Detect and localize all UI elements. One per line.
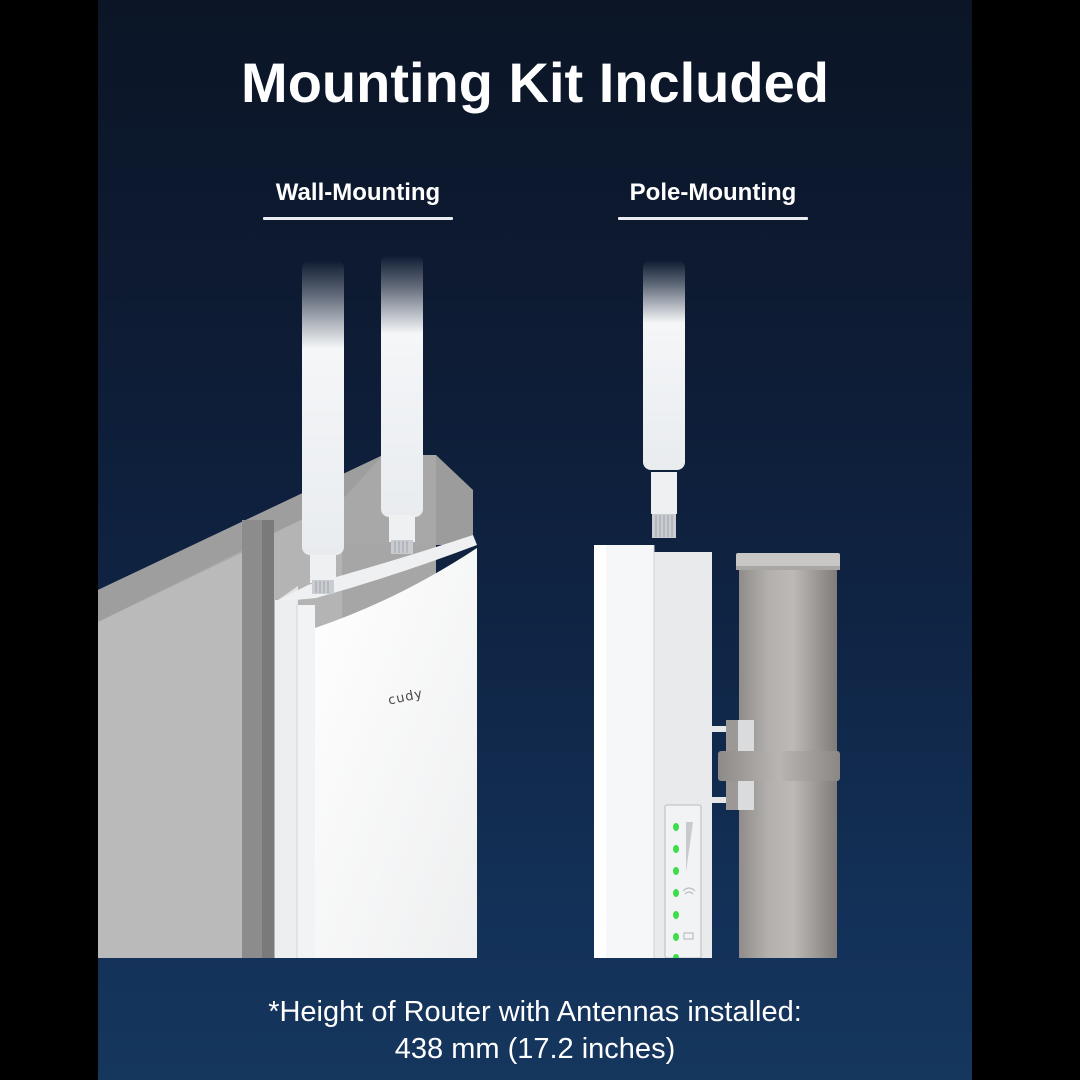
led-indicators [673, 823, 696, 958]
pole-antenna [643, 260, 685, 538]
mounting-illustrations [98, 255, 840, 958]
wall-antenna-right [381, 255, 423, 554]
wall-mounting-underline [263, 217, 453, 220]
monitor-icon [683, 932, 694, 940]
pole-mounting-label: Pole-Mounting [629, 179, 797, 206]
footnote-line-2: 438 mm (17.2 inches) [394, 1033, 676, 1065]
footnote-line-1: *Height of Router with Antennas installe… [268, 996, 802, 1028]
height-footnote: *Height of Router with Antennas installe… [98, 994, 972, 1068]
pole-mounting-underline [618, 217, 808, 220]
page-title: Mounting Kit Included [241, 51, 829, 114]
wall-antenna-left [302, 260, 344, 594]
wifi-icon [682, 887, 696, 895]
wall-mounting-label: Wall-Mounting [275, 179, 441, 206]
product-feature-panel: Mounting Kit Included Wall-Mounting Pole… [98, 0, 972, 1080]
